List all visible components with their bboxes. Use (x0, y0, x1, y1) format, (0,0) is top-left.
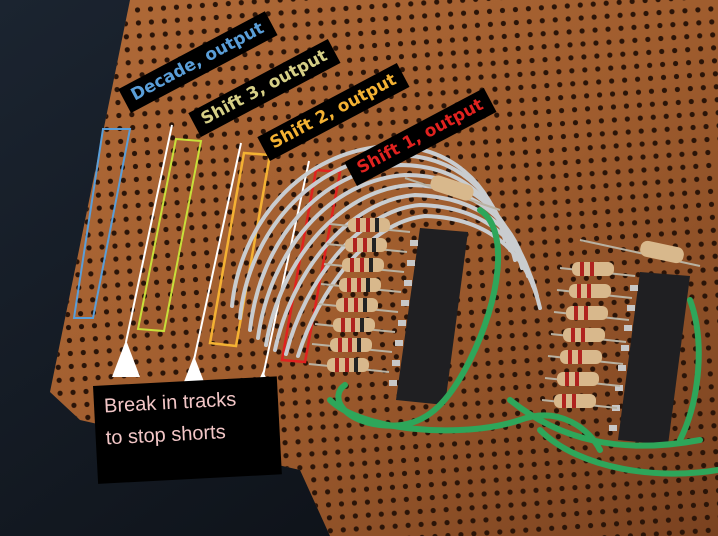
note-line-2: to stop shorts (105, 421, 227, 450)
green-jumper-wires (327, 207, 718, 477)
ic-chip-left (389, 228, 468, 405)
break-marker-triangle-icon (112, 340, 140, 377)
resistor-array-right (541, 262, 636, 409)
decade-output-outline (72, 128, 132, 319)
track-break-line (193, 142, 242, 361)
track-break-line (125, 124, 173, 343)
resistor-single (404, 175, 701, 267)
shift2-output-outline (208, 151, 272, 348)
shift3-output-outline (136, 137, 203, 333)
note-line-1: Break in tracks (103, 388, 237, 418)
track-break-note: Break in tracks to stop shorts (93, 376, 282, 484)
resistor-array-left (308, 218, 411, 373)
